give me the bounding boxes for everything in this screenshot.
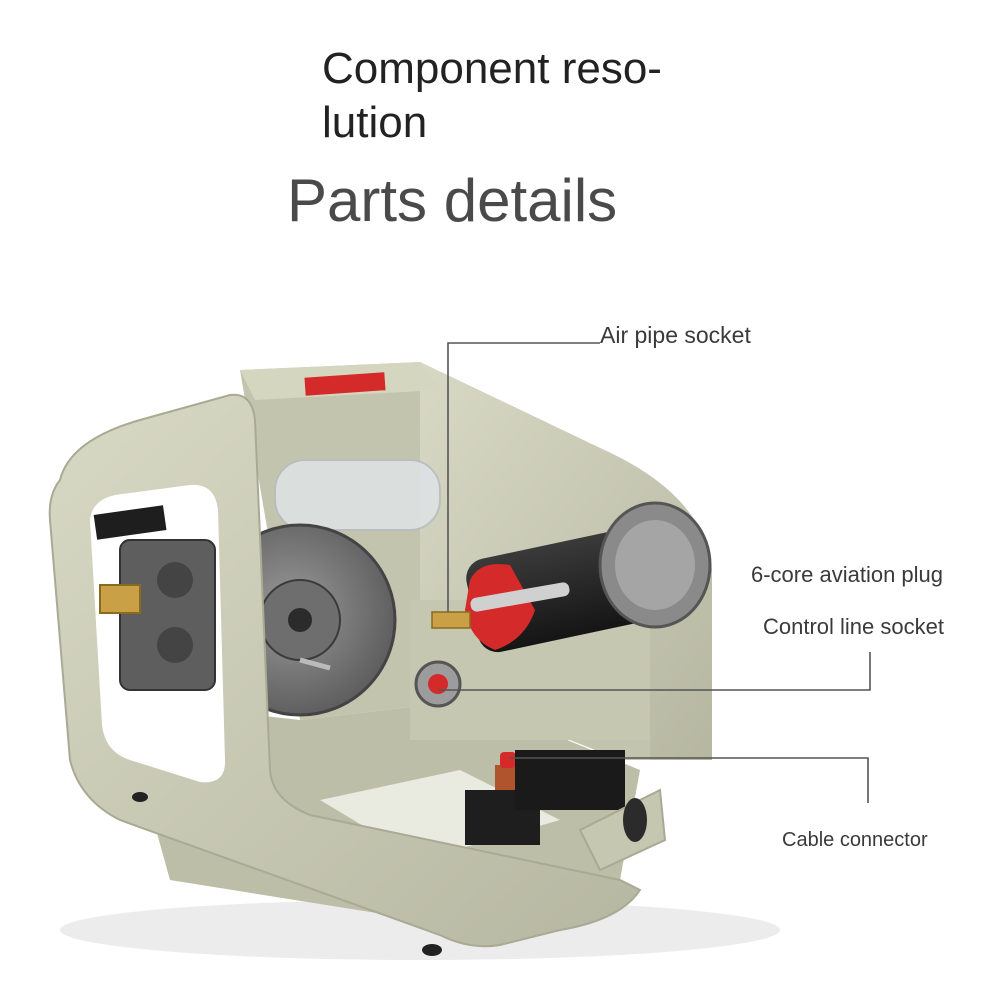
heading-line-2: lution bbox=[322, 98, 428, 147]
heading-title: Component reso- lution bbox=[322, 42, 742, 150]
callout-control-line-socket: Control line socket bbox=[763, 614, 944, 639]
callout-cable-connector: Cable connector bbox=[782, 829, 928, 851]
spindle bbox=[299, 657, 331, 671]
heading-line-1: Component reso- bbox=[322, 44, 662, 93]
leader-air-pipe-socket bbox=[447, 342, 600, 612]
leader-cable-connector bbox=[510, 757, 869, 803]
aviation-plug bbox=[465, 501, 712, 653]
heading-subtitle: Parts details bbox=[287, 167, 618, 234]
warning-label bbox=[304, 372, 386, 396]
drive-mechanism bbox=[119, 539, 216, 691]
motor-top bbox=[93, 505, 167, 540]
wire-guide-tube bbox=[274, 459, 441, 531]
cable-connector bbox=[465, 750, 625, 845]
air-pipe-socket bbox=[431, 611, 471, 629]
leader-control-line-socket bbox=[438, 652, 871, 691]
callout-leader-lines bbox=[438, 342, 871, 803]
callout-aviation-plug: 6-core aviation plug bbox=[751, 562, 944, 587]
callout-air-pipe-socket: Air pipe socket bbox=[600, 322, 751, 348]
